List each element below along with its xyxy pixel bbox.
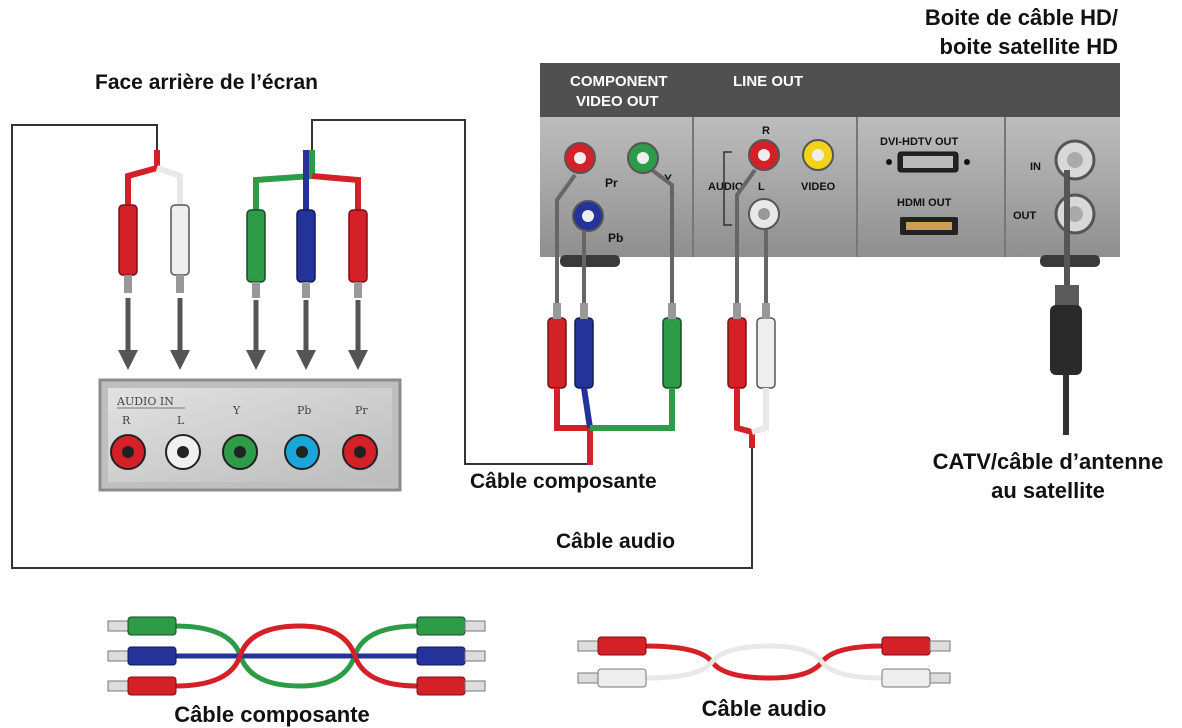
white-plug-box-audio bbox=[756, 317, 776, 389]
red-plug-audio bbox=[118, 204, 138, 276]
screen-y-label: Y bbox=[232, 404, 241, 417]
box-foot-left bbox=[560, 255, 620, 267]
component-video-out-label-1: COMPONENT bbox=[570, 73, 668, 90]
video-out-label: VIDEO bbox=[801, 181, 836, 193]
legend-component-cable bbox=[107, 616, 486, 696]
dvi-hdtv-out-label: DVI-HDTV OUT bbox=[880, 136, 959, 148]
pr-out-label: Pr bbox=[605, 176, 618, 190]
red-plug-screen bbox=[348, 209, 368, 283]
red-plug-box-pr bbox=[547, 317, 567, 389]
box-title-line2: boite satellite HD bbox=[940, 34, 1118, 59]
catv-label-line1: CATV/câble d’antenne bbox=[933, 449, 1164, 474]
box-side-plugs bbox=[547, 168, 776, 465]
red-plug-box-audio bbox=[727, 317, 747, 389]
hdmi-out-label: HDMI OUT bbox=[897, 197, 952, 209]
audio-cable-label: Câble audio bbox=[556, 530, 675, 553]
pb-out-label: Pb bbox=[608, 231, 623, 245]
legend-red-plug-right bbox=[416, 676, 466, 696]
white-plug-audio bbox=[170, 204, 190, 276]
catv-label-line2: au satellite bbox=[991, 478, 1105, 503]
legend-green-plug-left bbox=[127, 616, 177, 636]
legend-red-plug-left bbox=[127, 676, 177, 696]
line-out-label: LINE OUT bbox=[733, 73, 803, 90]
r-out-label: R bbox=[762, 125, 770, 137]
blue-plug-box-pb bbox=[574, 317, 594, 389]
legend-blue-plug-right bbox=[416, 646, 466, 666]
in-label: IN bbox=[1030, 161, 1041, 173]
screen-rear-panel: AUDIO IN R L Y Pb Pr bbox=[98, 378, 402, 492]
legend-audio-label: Câble audio bbox=[702, 696, 827, 721]
box-body bbox=[540, 117, 1120, 257]
legend-blue-plug-left bbox=[127, 646, 177, 666]
component-cable-label: Câble composante bbox=[470, 470, 657, 493]
legend-component-label: Câble composante bbox=[174, 702, 370, 727]
green-plug-screen bbox=[246, 209, 266, 283]
legend-audio-white-plug-right bbox=[881, 668, 931, 688]
legend-audio-cable bbox=[577, 636, 951, 688]
down-arrows bbox=[118, 298, 368, 370]
screen-r-label: R bbox=[122, 414, 131, 427]
legend-audio-white-plug-left bbox=[597, 668, 647, 688]
audio-in-label: AUDIO IN bbox=[116, 395, 174, 408]
legend-audio-red-plug-left bbox=[597, 636, 647, 656]
legend-green-plug-right bbox=[416, 616, 466, 636]
box-top-strip bbox=[540, 63, 1120, 123]
audio-label: AUDIO bbox=[708, 181, 744, 193]
screen-rear-title: Face arrière de l’écran bbox=[95, 71, 318, 94]
blue-plug-screen bbox=[296, 209, 316, 283]
y-out-label: Y bbox=[664, 172, 672, 186]
box-title-line1: Boite de câble HD/ bbox=[925, 5, 1118, 30]
screen-pr-label: Pr bbox=[355, 404, 368, 417]
catv-cable bbox=[1050, 170, 1082, 435]
legend-audio-red-plug-right bbox=[881, 636, 931, 656]
out-label: OUT bbox=[1013, 210, 1037, 222]
green-plug-box-y bbox=[662, 317, 682, 389]
hd-cable-box: COMPONENT VIDEO OUT LINE OUT Pr Y Pb R A… bbox=[540, 63, 1120, 267]
screen-l-label: L bbox=[177, 414, 185, 427]
screen-side-plugs bbox=[118, 150, 368, 298]
l-out-label: L bbox=[758, 181, 765, 193]
component-video-out-label-2: VIDEO OUT bbox=[576, 93, 659, 110]
screen-pb-label: Pb bbox=[297, 404, 311, 417]
